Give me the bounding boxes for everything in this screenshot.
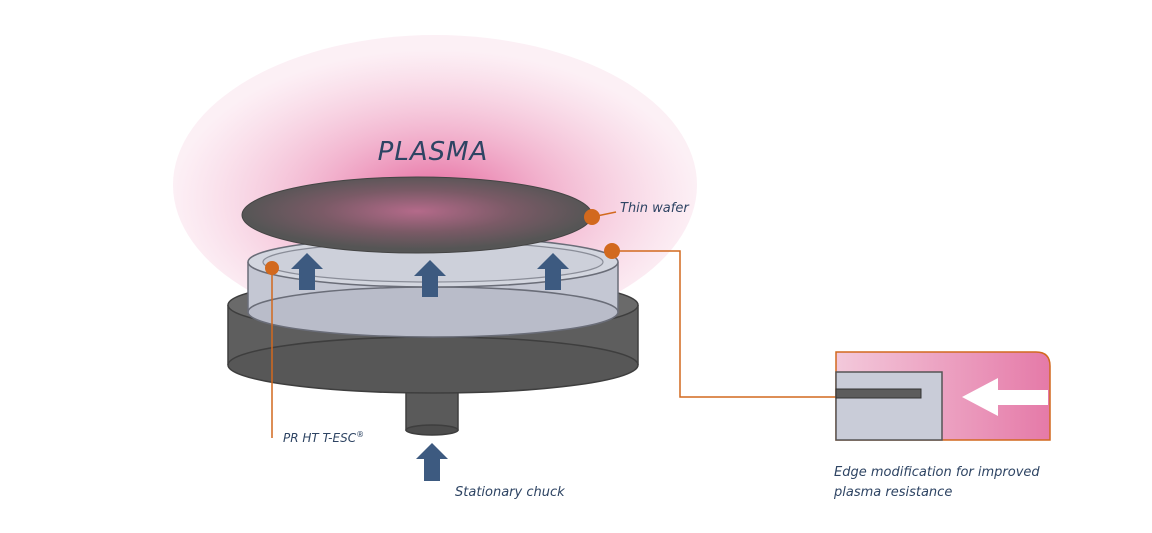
edge-inset xyxy=(835,351,1051,441)
thin-wafer-label: Thin wafer xyxy=(620,201,690,216)
edge-mod-callout xyxy=(604,243,836,398)
up-arrow-icon xyxy=(416,443,448,481)
edge-mod-label-line1: Edge modification for improved xyxy=(834,465,1040,480)
esc-callout xyxy=(265,261,279,438)
callout-dot-icon xyxy=(265,261,279,275)
thin-wafer-callout xyxy=(584,209,617,225)
plasma-label: PLASMA xyxy=(378,137,489,167)
esc-label: PR HT T-ESC® xyxy=(283,430,364,445)
thin-wafer xyxy=(241,176,593,254)
edge-mod-label-line2: plasma resistance xyxy=(833,485,952,500)
up-arrow-icon xyxy=(537,253,569,290)
stationary-chuck-label: Stationary chuck xyxy=(455,485,565,500)
callout-dot-icon xyxy=(584,209,600,225)
up-arrow-icon xyxy=(291,253,323,290)
left-arrow-icon xyxy=(962,378,1048,416)
up-arrow-icon xyxy=(414,260,446,297)
callout-dot-icon xyxy=(604,243,620,259)
